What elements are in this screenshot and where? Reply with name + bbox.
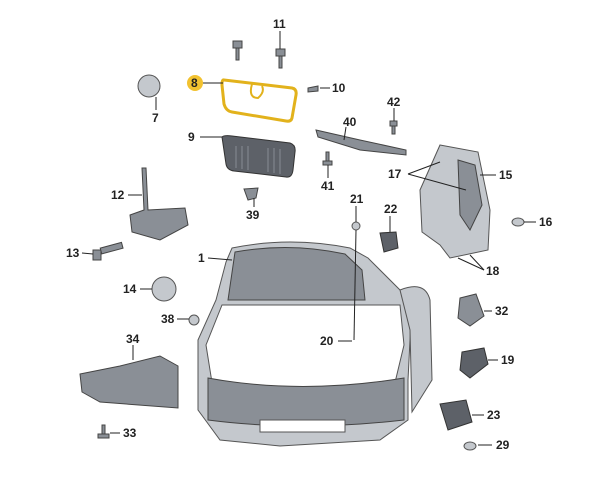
label-39: 39 — [246, 208, 260, 222]
label-34: 34 — [126, 332, 140, 346]
grommet-part-14 — [151, 276, 177, 302]
label-7: 7 — [152, 111, 159, 125]
label-41: 41 — [321, 179, 335, 193]
bolt-part-41 — [322, 151, 333, 166]
label-42: 42 — [387, 95, 401, 109]
label-15: 15 — [499, 168, 513, 182]
trim-strip-part-40 — [315, 129, 407, 156]
liner-part-34 — [79, 355, 179, 409]
label-8: 8 — [191, 76, 198, 90]
washer-part-29 — [463, 441, 477, 451]
bolt-part-13 — [92, 241, 124, 261]
label-38: 38 — [161, 312, 175, 326]
label-18: 18 — [486, 264, 500, 278]
clip-part-39 — [243, 187, 259, 201]
label-12: 12 — [111, 188, 125, 202]
washer-part-38 — [188, 314, 200, 326]
bolt-part-42 — [389, 120, 398, 135]
washer-part-21 — [351, 221, 361, 231]
label-29: 29 — [496, 438, 510, 452]
label-14: 14 — [123, 282, 137, 296]
housing-part-23 — [439, 399, 473, 431]
label-20: 20 — [320, 334, 334, 348]
label-10: 10 — [332, 81, 346, 95]
label-40: 40 — [343, 115, 357, 129]
label-9: 9 — [188, 130, 195, 144]
cap-part-7 — [137, 74, 161, 98]
hinge-part-12 — [129, 167, 189, 241]
plug-part-16 — [511, 217, 525, 227]
bolt-part — [232, 40, 243, 61]
label-11: 11 — [273, 17, 286, 31]
label-17: 17 — [388, 167, 402, 181]
bolt-part-11 — [275, 48, 286, 69]
highlight-badge — [187, 75, 203, 91]
clip-part-10 — [307, 85, 319, 93]
label-33: 33 — [123, 426, 137, 440]
label-23: 23 — [487, 408, 501, 422]
lamp-part-19 — [459, 347, 489, 379]
cover-part-32 — [457, 293, 485, 327]
grille-part-9 — [221, 135, 296, 178]
label-16: 16 — [539, 215, 553, 229]
bolt-part-33 — [97, 424, 110, 439]
seal-frame-part-8 — [220, 78, 298, 123]
label-19: 19 — [501, 353, 515, 367]
label-22: 22 — [384, 202, 398, 216]
label-21: 21 — [350, 192, 364, 206]
label-1: 1 — [198, 251, 205, 265]
clip-part-22 — [379, 231, 399, 253]
label-13: 13 — [66, 246, 80, 260]
label-32: 32 — [495, 304, 509, 318]
